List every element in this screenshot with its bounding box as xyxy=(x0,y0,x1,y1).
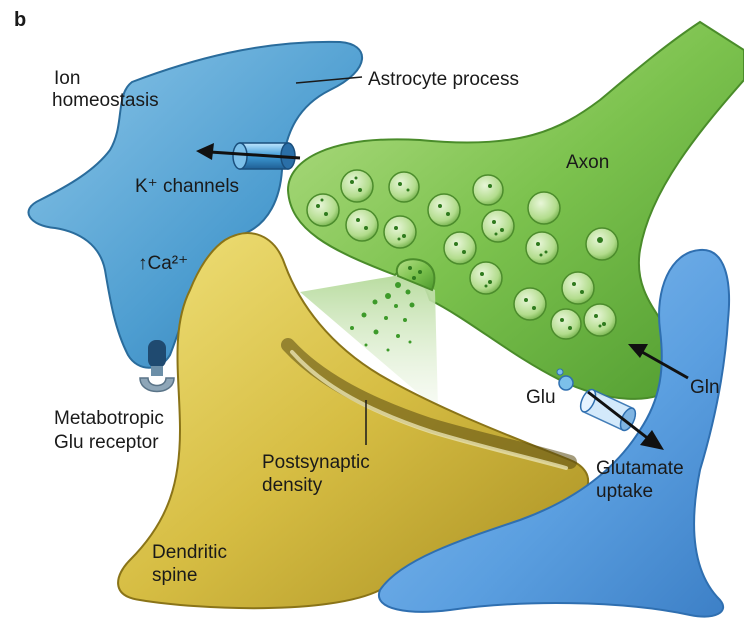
label-gln: Gln xyxy=(690,377,720,398)
label-k-channels: K⁺ channels xyxy=(135,176,239,197)
label-glu-receptor: Glu receptor xyxy=(54,432,159,453)
label-dendritic: Dendritic xyxy=(152,542,227,563)
label-metabotropic: Metabotropic xyxy=(54,408,164,429)
label-glutamate: Glutamate xyxy=(596,458,684,479)
label-postsynaptic: Postsynaptic xyxy=(262,452,370,473)
label-spine: spine xyxy=(152,565,197,586)
label-ion: Ion xyxy=(54,68,80,89)
label-density: density xyxy=(262,475,323,496)
panel-letter: b xyxy=(14,9,26,31)
label-calcium: ↑Ca²⁺ xyxy=(138,253,188,274)
label-axon: Axon xyxy=(566,152,609,173)
label-uptake: uptake xyxy=(596,481,653,502)
label-astrocyte-process: Astrocyte process xyxy=(368,69,519,90)
label-glu: Glu xyxy=(526,387,556,408)
label-homeostasis: homeostasis xyxy=(52,90,159,111)
